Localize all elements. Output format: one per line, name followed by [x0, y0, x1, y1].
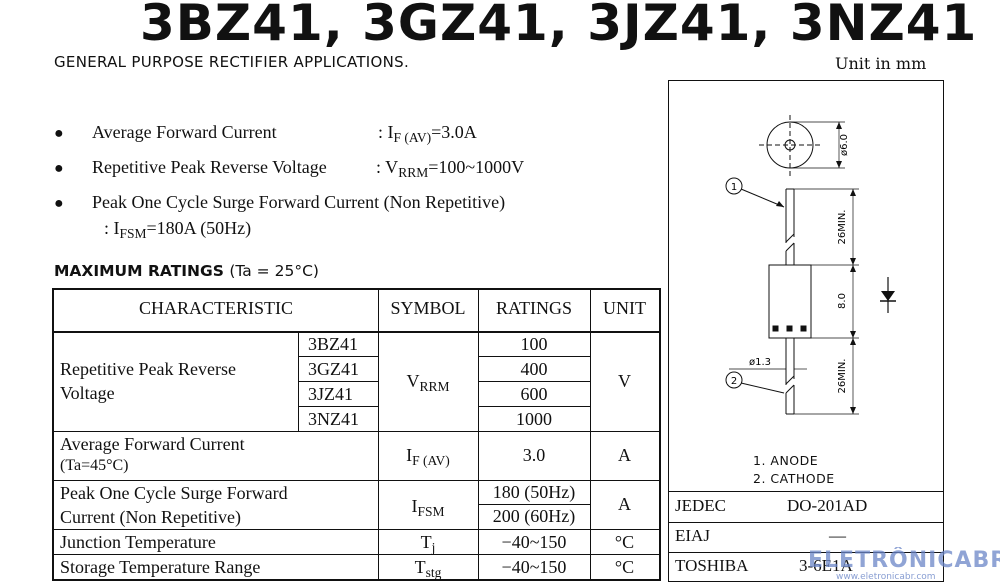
symbol-vrrm: VRRM [406, 371, 450, 395]
bullet-icon: ● [54, 160, 64, 177]
package-row-jedec: JEDEC DO-201AD [669, 492, 943, 523]
type-code: 3NZ41 [308, 409, 359, 429]
unit-tstg: °C [614, 557, 635, 577]
package-drawing: ø6.0 26MIN. 8.0 26MIN. ø1.3 1 2 1. ANODE… [668, 80, 944, 492]
unit-tj: °C [614, 532, 635, 552]
header-characteristic: CHARACTERISTIC [138, 298, 293, 318]
subtitle: GENERAL PURPOSE RECTIFIER APPLICATIONS. [54, 53, 410, 71]
rating-value: −40~150 [501, 532, 567, 552]
feature-value: : IF (AV)=3.0A [378, 122, 477, 146]
dim-lead-diameter: ø1.3 [749, 357, 771, 368]
type-code: 3GZ41 [308, 359, 359, 379]
characteristic-tstg: Storage Temperature Range [60, 557, 261, 577]
marker-anode: 1 [731, 182, 737, 193]
characteristic-ifsm-line2: Current (Non Repetitive) [60, 507, 241, 527]
diode-body [768, 264, 812, 339]
rating-value: −40~150 [501, 557, 567, 577]
symbol-tstg: Tstg [414, 557, 442, 581]
max-ratings-heading: MAXIMUM RATINGS (Ta = 25°C) [54, 262, 319, 280]
feature-label: Peak One Cycle Surge Forward Current (No… [92, 192, 506, 212]
dim-body-length: 8.0 [837, 293, 848, 309]
rating-value: 180 (50Hz) [492, 482, 576, 502]
unit-ifav: A [618, 445, 631, 465]
characteristic-ifsm-line1: Peak One Cycle Surge Forward [60, 483, 288, 503]
package-value: DO-201AD [787, 496, 868, 515]
bullet-icon: ● [54, 125, 64, 142]
package-label: EIAJ [675, 526, 710, 545]
package-value: 3-6E1A [799, 556, 853, 575]
header-symbol: SYMBOL [390, 298, 466, 318]
unit-ifsm: A [618, 494, 631, 514]
feature-label: Average Forward Current [92, 122, 277, 142]
feature-label: Repetitive Peak Reverse Voltage [92, 157, 327, 177]
dim-bottom-lead: 26MIN. [837, 359, 848, 394]
symbol-tj: Tj [420, 532, 436, 556]
type-code: 3BZ41 [308, 334, 359, 354]
bullet-icon: ● [54, 195, 64, 212]
feature-item: ● [54, 157, 64, 178]
header-ratings: RATINGS [495, 298, 572, 318]
watermark-logo: ELETRÔNICABR [808, 548, 1000, 573]
symbol-ifav: IF (AV) [406, 445, 450, 469]
marker-cathode: 2 [731, 376, 737, 387]
cathode-band-mark [800, 325, 807, 332]
diode-symbol-icon [880, 277, 896, 313]
feature-item: ● [54, 122, 64, 143]
page-title: 3BZ41, 3GZ41, 3JZ41, 3NZ41 [140, 0, 978, 52]
legend-cathode: 2. CATHODE [753, 471, 835, 486]
symbol-ifsm: IFSM [411, 496, 445, 520]
package-outline-svg: ø6.0 26MIN. 8.0 26MIN. ø1.3 1 2 [725, 115, 896, 415]
characteristic-vrrm-line1: Repetitive Peak Reverse [60, 359, 236, 379]
package-info-table: JEDEC DO-201AD EIAJ — TOSHIBA 3-6E1A [668, 492, 944, 582]
feature-item: ● [54, 192, 64, 213]
dim-body-diameter: ø6.0 [839, 134, 850, 156]
type-code: 3JZ41 [308, 384, 353, 404]
package-label: TOSHIBA [675, 556, 749, 575]
cathode-band-mark [786, 325, 793, 332]
legend-anode: 1. ANODE [753, 453, 819, 468]
rating-value: 200 (60Hz) [492, 506, 576, 526]
body-end-view [766, 121, 814, 169]
unit-vrrm: V [618, 371, 631, 391]
rating-value: 400 [520, 359, 548, 379]
characteristic-ifav-line1: Average Forward Current [60, 434, 245, 454]
header-unit: UNIT [603, 298, 646, 318]
package-row-toshiba: TOSHIBA 3-6E1A [669, 552, 943, 582]
watermark-url: www.eletronicabr.com [836, 572, 936, 582]
characteristic-ifav-line2: (Ta=45°C) [60, 457, 129, 474]
package-value: — [829, 526, 846, 545]
cathode-band-mark [772, 325, 779, 332]
dim-top-lead: 26MIN. [837, 210, 848, 245]
feature-value: : VRRM=100~1000V [376, 157, 525, 181]
feature-value: : IFSM=180A (50Hz) [104, 218, 252, 242]
package-row-eiaj: EIAJ — [669, 522, 943, 553]
rating-value: 1000 [516, 409, 552, 429]
rating-value: 3.0 [522, 445, 546, 465]
characteristic-tj: Junction Temperature [60, 532, 216, 552]
rating-value: 600 [520, 384, 548, 404]
unit-note: Unit in mm [835, 54, 927, 73]
rating-value: 100 [520, 334, 548, 354]
package-label: JEDEC [675, 496, 726, 515]
max-ratings-table: CHARACTERISTIC SYMBOL RATINGS UNIT Repet… [52, 288, 661, 581]
characteristic-vrrm-line2: Voltage [60, 383, 115, 403]
